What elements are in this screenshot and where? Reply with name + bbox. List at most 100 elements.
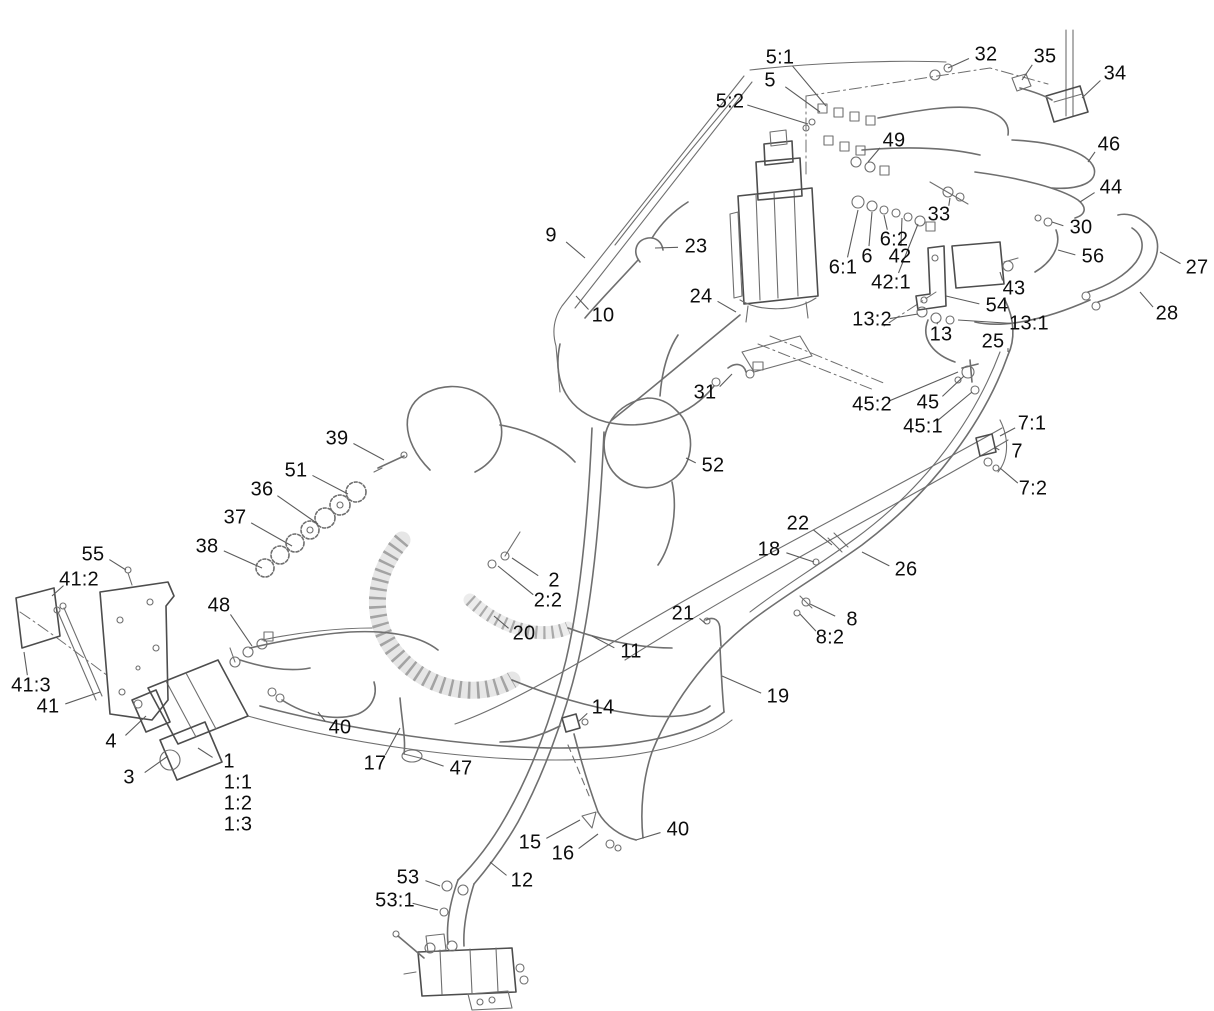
callout-40-right: 40 bbox=[666, 818, 690, 841]
callout-51: 51 bbox=[284, 459, 308, 482]
leader-line-56 bbox=[1057, 249, 1076, 256]
callout-53: 53 bbox=[396, 866, 420, 889]
long-hose-run-25-26-19 bbox=[641, 299, 1014, 839]
callout-54: 54 bbox=[985, 294, 1009, 317]
callout-6-1: 6:1 bbox=[828, 256, 858, 279]
callout-9: 9 bbox=[545, 224, 557, 247]
callout-6: 6 bbox=[861, 245, 873, 268]
callout-8-2: 8:2 bbox=[815, 626, 845, 649]
leader-line-7-1 bbox=[999, 427, 1016, 437]
leader-line-28 bbox=[1139, 291, 1154, 308]
callout-19: 19 bbox=[766, 685, 790, 708]
leader-line-44 bbox=[1079, 192, 1095, 203]
callout-22: 22 bbox=[786, 512, 810, 535]
leader-line-42-1 bbox=[897, 223, 919, 274]
leader-line-41-2 bbox=[51, 585, 64, 597]
cross-hoses bbox=[247, 627, 733, 761]
leader-line-8-2 bbox=[799, 613, 817, 632]
callout-5-1: 5:1 bbox=[765, 46, 795, 69]
callout-45-1: 45:1 bbox=[903, 415, 943, 438]
callout-45: 45 bbox=[916, 391, 940, 414]
leader-line-35 bbox=[1021, 64, 1033, 81]
leader-line-31 bbox=[719, 373, 733, 388]
callout-12: 12 bbox=[510, 869, 534, 892]
left-valve-assembly bbox=[131, 631, 311, 781]
callout-41-2: 41:2 bbox=[59, 568, 99, 591]
callout-45-2: 45:2 bbox=[852, 393, 892, 416]
leader-line-39 bbox=[353, 443, 385, 461]
callout-37: 37 bbox=[223, 506, 247, 529]
leader-line-11 bbox=[591, 635, 615, 649]
callout-13-2: 13:2 bbox=[852, 308, 892, 331]
callout-35: 35 bbox=[1033, 45, 1057, 68]
callout-3: 3 bbox=[123, 766, 135, 789]
hose-loop-52 bbox=[603, 334, 692, 566]
callout-16: 16 bbox=[551, 842, 575, 865]
callout-18: 18 bbox=[757, 538, 781, 561]
leader-line-26 bbox=[861, 551, 890, 567]
callout-1-1: 1:1 bbox=[223, 771, 253, 794]
callout-10: 10 bbox=[591, 304, 615, 327]
callout-55: 55 bbox=[81, 543, 105, 566]
callout-30: 30 bbox=[1069, 216, 1093, 239]
callout-33: 33 bbox=[927, 203, 951, 226]
leader-line-45-2 bbox=[888, 371, 959, 402]
callout-38: 38 bbox=[195, 535, 219, 558]
fitting-cluster-13 bbox=[916, 306, 956, 363]
leader-line-2 bbox=[511, 557, 539, 577]
leader-line-40-right bbox=[635, 832, 661, 841]
leader-line-38 bbox=[223, 550, 263, 569]
callout-44: 44 bbox=[1099, 176, 1123, 199]
leader-line-6 bbox=[868, 211, 873, 247]
leader-line-9 bbox=[565, 241, 586, 259]
callout-5: 5 bbox=[764, 69, 776, 92]
callout-41: 41 bbox=[36, 695, 60, 718]
callout-2: 2 bbox=[548, 569, 560, 592]
callout-39: 39 bbox=[325, 427, 349, 450]
leader-line-41 bbox=[65, 691, 101, 705]
callout-15: 15 bbox=[518, 831, 542, 854]
callout-24: 24 bbox=[689, 285, 713, 308]
callout-34: 34 bbox=[1103, 62, 1127, 85]
top-fittings-cluster bbox=[802, 63, 1053, 227]
leader-line-47 bbox=[419, 757, 444, 767]
leader-line-21 bbox=[699, 617, 707, 625]
leader-line-3 bbox=[144, 755, 169, 774]
callout-42-1: 42:1 bbox=[871, 271, 911, 294]
leader-line-17 bbox=[384, 727, 401, 756]
phantom-lines bbox=[19, 67, 1049, 799]
callout-7-2: 7:2 bbox=[1018, 477, 1048, 500]
leader-line-48 bbox=[230, 614, 253, 647]
leader-line-53 bbox=[425, 880, 441, 887]
leader-line-53-1 bbox=[412, 902, 439, 911]
leader-line-13-2 bbox=[889, 313, 919, 320]
leader-line-55 bbox=[109, 559, 127, 571]
callout-32: 32 bbox=[974, 43, 998, 66]
callout-52: 52 bbox=[701, 454, 725, 477]
callout-46: 46 bbox=[1097, 133, 1121, 156]
callout-31: 31 bbox=[693, 381, 717, 404]
leader-line-2-2 bbox=[497, 565, 534, 596]
leader-line-52 bbox=[685, 457, 696, 464]
leader-line-45 bbox=[942, 375, 965, 397]
callout-17: 17 bbox=[363, 752, 387, 775]
fitting-row-6-42 bbox=[851, 195, 936, 232]
leader-line-12 bbox=[489, 861, 507, 876]
coiled-hose-bundle bbox=[369, 385, 711, 763]
leader-line-19 bbox=[721, 675, 762, 694]
leader-line-49 bbox=[867, 147, 881, 163]
leader-line-15 bbox=[546, 819, 581, 839]
callout-7: 7 bbox=[1011, 440, 1023, 463]
bottom-valve-assembly bbox=[392, 930, 529, 1011]
leader-line-13 bbox=[936, 321, 939, 325]
leader-line-45-1 bbox=[937, 391, 973, 422]
callout-26: 26 bbox=[894, 558, 918, 581]
leader-line-13-1 bbox=[957, 319, 1012, 324]
hose-23-elbow bbox=[584, 201, 689, 319]
mounting-bracket-41 bbox=[15, 566, 175, 721]
leader-line-5-2 bbox=[747, 104, 809, 125]
callout-41-3: 41:3 bbox=[11, 674, 51, 697]
callout-8: 8 bbox=[846, 608, 858, 631]
